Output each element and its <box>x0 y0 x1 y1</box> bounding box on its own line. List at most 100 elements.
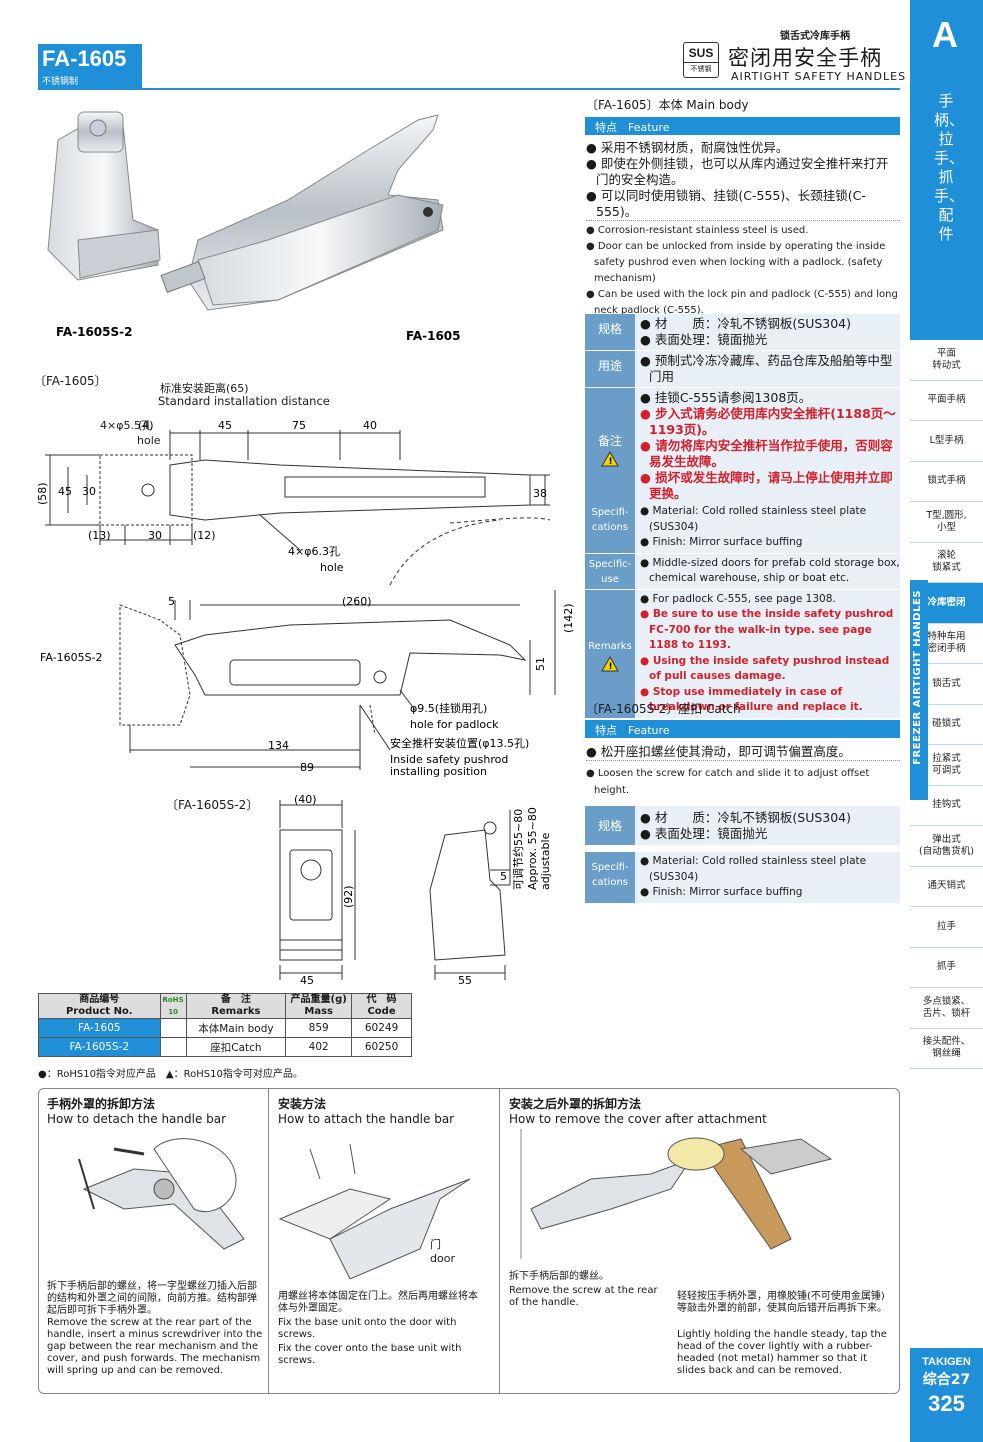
catalog-section: 综合27 <box>922 1372 971 1388</box>
header-rule <box>38 88 900 90</box>
note-warning-line: ● 损坏或发生故障时，请马上停止使用并立即更换。 <box>640 470 893 501</box>
dim-12: (12) <box>193 529 216 542</box>
detach-text-en: Remove the screw at the rear part of the… <box>47 1317 263 1376</box>
remove-title-cn: 安装之后外罩的拆卸方法 <box>509 1097 642 1111</box>
sidebar-item[interactable]: 拉手 <box>910 907 983 948</box>
sidebar-item[interactable]: 多点锁紧、 舌片、锁杆 <box>910 988 983 1029</box>
handle-photo <box>160 114 444 311</box>
catch-front-outline <box>279 829 343 951</box>
sidebar-item[interactable]: 滚轮 锁紧式 <box>910 543 983 583</box>
sidebar-item[interactable]: T型,圆形, 小型 <box>910 502 983 543</box>
hole-55-label: 4×φ5.5孔 <box>100 419 152 432</box>
note-label-en: Remarks <box>588 640 632 652</box>
dim-30v: 30 <box>82 485 96 498</box>
spec-table-en: Specifi- cations ● Material: Cold rolled… <box>585 502 900 719</box>
sidebar-item[interactable]: 通天销式 <box>910 867 983 907</box>
table-header: 商品编号 Product No. <box>38 993 161 1019</box>
table-header: 产品重量(g) Mass <box>285 993 353 1019</box>
sidebar-item[interactable]: 挂钩式 <box>910 786 983 826</box>
product-photos: FA-1605S-2 FA-1605 <box>47 111 461 343</box>
catch-feature-en: ● Loosen the screw for catch and slide i… <box>586 768 870 796</box>
adjust-en2: adjustable <box>539 832 552 890</box>
sidebar-item[interactable]: 拉紧式 可调式 <box>910 745 983 786</box>
sidebar-item[interactable]: L型手柄 <box>910 421 983 462</box>
sidebar-item[interactable]: 锁舌式 <box>910 664 983 705</box>
warning-icon: ! <box>601 655 619 672</box>
attach-illustration <box>278 1143 471 1279</box>
sidebar-item[interactable]: 锁式手柄 <box>910 462 983 502</box>
spec-line-en: ● Material: Cold rolled stainless steel … <box>640 505 867 533</box>
sidebar-item[interactable]: 平面 转动式 <box>910 340 983 381</box>
warning-icon: ! <box>601 450 619 467</box>
catch-feature-bar: 特点 Feature <box>585 720 900 738</box>
spec-line: ● 材 质：冷轧不锈钢板(SUS304) <box>640 316 852 331</box>
sidebar-item[interactable]: 特种车用 密闭手柄 <box>910 624 983 664</box>
catch-dim-92: (92) <box>342 885 355 908</box>
note-line-en: ● For padlock C-555, see page 1308. <box>640 592 836 605</box>
dim-51: 51 <box>534 657 547 671</box>
hole-63-label: 4×φ6.3孔 <box>288 545 340 558</box>
adjust-cn: 可调节约55~80 <box>512 809 525 890</box>
catch-spec-line-en: ● Material: Cold rolled stainless steel … <box>640 855 867 883</box>
handle-side-outline <box>174 619 527 696</box>
catch-drawing: (40) (92) 45 55 5 可调节约55~80 Approx. 55~8… <box>279 793 552 987</box>
catch-spec-line: ● 材 质：冷轧不锈钢板(SUS304) <box>640 810 852 825</box>
catch-spec-label: 规格 <box>585 806 635 845</box>
table-header: RoHS 10 <box>159 993 187 1019</box>
main-body-features: ● 采用不锈钢材质，耐腐蚀性优异。● 即使在外侧挂锁，也可以从库内通过安全推杆来… <box>586 140 900 319</box>
page-title-cn: 密闭用安全手柄 <box>728 46 882 70</box>
technical-drawing: (4) 45 75 40 (58) 45 30 38 (13) 30 (12) … <box>36 419 575 778</box>
spec-line-en: ● Finish: Mirror surface buffing <box>640 536 803 548</box>
catch-feature-cn: ● 松开座扣螺丝使其滑动，即可调节偏置高度。 <box>586 744 900 761</box>
dim-58: (58) <box>36 482 49 505</box>
note-warning-line: ● 请勿将库内安全推杆当作拉手使用，否则容易发生故障。 <box>640 438 893 469</box>
catch-dim-55: 55 <box>458 974 472 987</box>
spec-table-cn: 规格 ● 材 质：冷轧不锈钢板(SUS304)● 表面处理：镜面抛光 用途 ● … <box>585 314 900 505</box>
mass-cell: 859 <box>285 1018 353 1038</box>
note-label-cell-en: Remarks ! <box>585 589 635 718</box>
sus-badge: SUS 不锈钢 <box>683 42 719 78</box>
rohs-note: ●：RoHS10指令对应产品 ▲：RoHS10指令可对应产品。 <box>38 1069 303 1080</box>
page-title-en: AIRTIGHT SAFETY HANDLES <box>731 70 907 83</box>
model-badge: FA-1605 不锈钢制 <box>38 44 142 88</box>
sidebar-item[interactable]: 平面手柄 <box>910 381 983 421</box>
section-tab-label: 手柄、拉手、抓手、配件 <box>934 92 965 243</box>
catch-side-outline <box>119 604 191 726</box>
catch-dim-5: 5 <box>500 870 507 883</box>
handle-photo-label: FA-1605 <box>406 329 461 343</box>
sidebar-item[interactable]: 接头配件、 钢丝绳 <box>910 1029 983 1069</box>
catch-features: ● 松开座扣螺丝使其滑动，即可调节偏置高度。 ● Loosen the scre… <box>586 744 900 799</box>
sidebar-item[interactable]: 弹出式 (自动售货机) <box>910 826 983 867</box>
note-values: ● 挂锁C-555请参阅1308页。● 步入式请务必使用库内安全推杆(1188页… <box>635 388 900 504</box>
dim-142: (142) <box>562 603 575 633</box>
note-warning-line-en: ● Stop use immediately in case of breakd… <box>640 685 863 714</box>
catch-photo <box>47 111 161 281</box>
catch-spec-values-en: ● Material: Cold rolled stainless steel … <box>635 852 900 903</box>
hole-55-en: hole <box>137 434 161 447</box>
use-values-en: ● Middle-sized doors for prefab cold sto… <box>635 554 900 589</box>
sidebar-item[interactable]: 抓手 <box>910 948 983 988</box>
sidebar-item[interactable]: 碰锁式 <box>910 705 983 745</box>
remove-title-en: How to remove the cover after attachment <box>509 1112 767 1126</box>
spec-values: ● 材 质：冷轧不锈钢板(SUS304)● 表面处理：镜面抛光 <box>635 314 900 350</box>
padlock-hole-cn: φ9.5(挂锁用孔) <box>410 701 487 715</box>
hole-63-en: hole <box>320 561 344 574</box>
catch-side-view <box>429 829 506 961</box>
note-warning-line-en: ● Using the inside safety pushrod instea… <box>640 654 890 683</box>
table-header: 备 注 Remarks <box>185 993 287 1019</box>
dim-45: 45 <box>218 419 232 432</box>
door-label-cn: 门 <box>430 1238 441 1251</box>
pushrod-en1: Inside safety pushrod <box>390 753 508 766</box>
main-body-heading: 〔FA-1605〕本体 Main body <box>586 98 749 112</box>
rohs-cell <box>159 1018 187 1038</box>
spec-line: ● 表面处理：镜面抛光 <box>640 332 768 347</box>
catch-spec-line: ● 表面处理：镜面抛光 <box>640 826 768 841</box>
feature-cn-item: ● 可以同时使用锁销、挂锁(C-555)、长颈挂锁(C-555)。 <box>586 188 866 219</box>
feature-bar: 特点 Feature <box>585 117 900 135</box>
section-tab: A 手柄、拉手、抓手、配件 <box>910 0 983 340</box>
note-line: ● 挂锁C-555请参阅1308页。 <box>640 390 812 405</box>
std-distance-en: Standard installation distance <box>158 394 330 408</box>
feature-cn-item: ● 采用不锈钢材质，耐腐蚀性优异。 <box>586 140 789 155</box>
std-distance-cn: 标准安装距离(65) <box>160 382 249 395</box>
